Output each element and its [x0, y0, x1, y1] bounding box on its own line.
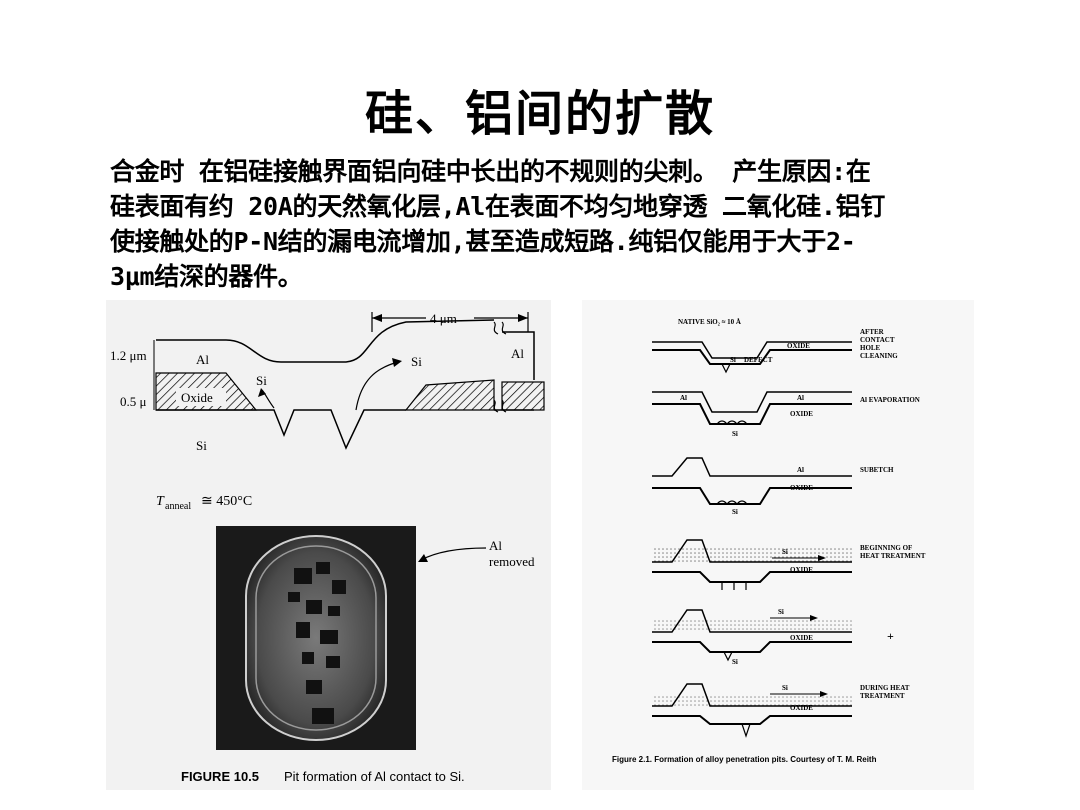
al-removed-label-2: removed [489, 554, 535, 569]
al-label-right: Al [511, 346, 524, 361]
figure-right-caption: Figure 2.1. Formation of alloy penetrati… [612, 755, 877, 764]
si-substrate-label: Si [196, 438, 207, 453]
stage4-label-1: BEGINNING OF [860, 544, 912, 552]
stage4-oxide-label: OXIDE [790, 566, 813, 574]
stage2-si-label: Si [732, 430, 738, 438]
paragraph-line: 3μm结深的器件。 [110, 262, 303, 291]
stage5-si-label: Si [778, 608, 784, 616]
stage5-si-sub-label: Si [732, 658, 738, 666]
stage2-oxide-label: OXIDE [790, 410, 813, 418]
figure-spike-cross-section: 4 μm Oxide Al 1.2 μm 0.5 μ Al Si Si [106, 300, 551, 790]
figure-left-caption-number: FIGURE 10.5 [181, 769, 259, 784]
figure-alloy-penetration-stages: NATIVE SiO₂ ≈ 10 Å OXIDE DEFECT Si AFTER… [582, 300, 974, 790]
stage1-label-3: HOLE [860, 344, 881, 352]
stage6-oxide-label: OXIDE [790, 704, 813, 712]
si-arrow-label-1: Si [256, 373, 267, 388]
stage1-label-2: CONTACT [860, 336, 895, 344]
t-anneal-subscript: anneal [165, 501, 191, 512]
oxide-label: Oxide [181, 390, 213, 405]
figure-left-svg: 4 μm Oxide Al 1.2 μm 0.5 μ Al Si Si [110, 311, 545, 784]
height-1-2um-label: 1.2 μm [110, 348, 147, 363]
stage3-oxide-label: OXIDE [790, 484, 813, 492]
si-arrow-label-2: Si [411, 354, 422, 369]
stage6-label-1: DURING HEAT [860, 684, 910, 692]
stage6-si-label: Si [782, 684, 788, 692]
slide-title: 硅、铝间的扩散 [364, 86, 715, 142]
stage4-label-2: HEAT TREATMENT [860, 552, 926, 560]
stage2-al-label: Al [680, 394, 687, 402]
height-0-5u-label: 0.5 μ [120, 394, 147, 409]
stage5-oxide-label: OXIDE [790, 634, 813, 642]
native-oxide-label: NATIVE SiO₂ ≈ 10 Å [678, 318, 741, 326]
paragraph-line: 硅表面有约 20A的天然氧化层,Al在表面不均匀地穿透 二氧化硅.铝钉 [110, 192, 885, 221]
al-label-left: Al [196, 352, 209, 367]
svg-text:+: + [887, 629, 894, 643]
stage1-label-1: AFTER [860, 328, 885, 336]
paragraph-line: 使接触处的P-N结的漏电流增加,甚至造成短路.纯铝仅能用于大于2- [110, 227, 856, 256]
stage1-oxide-label: OXIDE [787, 342, 810, 350]
stage2-label: Al EVAPORATION [860, 396, 920, 404]
stage3-al-label: Al [797, 466, 804, 474]
stage2-al-label-right: Al [797, 394, 804, 402]
stage6-label-2: TREATMENT [860, 692, 905, 700]
stage1-defect-label: DEFECT [744, 356, 773, 364]
figure-right-svg: NATIVE SiO₂ ≈ 10 Å OXIDE DEFECT Si AFTER… [612, 318, 926, 764]
al-removed-label-1: Al [489, 538, 502, 553]
stage3-si-label: Si [732, 508, 738, 516]
stage1-label-4: CLEANING [860, 352, 898, 360]
paragraph-line: 合金时 在铝硅接触界面铝向硅中长出的不规则的尖刺。 产生原因:在 [110, 157, 871, 186]
t-anneal-value: ≅ 450°C [201, 494, 252, 509]
stage4-si-label: Si [782, 548, 788, 556]
stage1-si-label: Si [730, 356, 736, 364]
figure-left-caption-text: Pit formation of Al contact to Si. [284, 769, 465, 784]
stage3-label: SUBETCH [860, 466, 894, 474]
slide-paragraph: 合金时 在铝硅接触界面铝向硅中长出的不规则的尖刺。 产生原因:在 硅表面有约 2… [110, 154, 1020, 294]
t-anneal-symbol: T [156, 494, 165, 509]
dim-4um-label: 4 μm [430, 311, 457, 326]
